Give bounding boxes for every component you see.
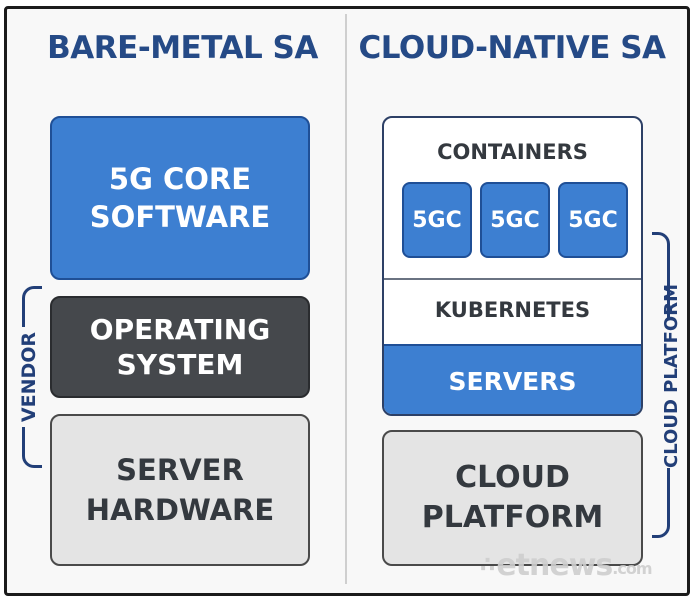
watermark-text: etnews	[496, 547, 613, 583]
vendor-label: VENDOR	[18, 327, 40, 427]
layer-5g-core-software: 5G CORE SOFTWARE	[50, 116, 310, 280]
layer-operating-system: OPERATING SYSTEM	[50, 296, 310, 398]
container-5gc-2: 5GC	[480, 182, 550, 258]
containers-label: CONTAINERS	[437, 140, 588, 164]
containers-divider	[384, 278, 641, 280]
cloud-native-title: CLOUD-NATIVE SA	[358, 30, 666, 66]
column-divider	[345, 14, 347, 584]
watermark-suffix: .com	[612, 559, 652, 578]
etnews-watermark: ∴ etnews .com	[480, 547, 653, 583]
cloud-platform-label: CLOUD PLATFORM	[661, 283, 683, 468]
servers-layer: SERVERS	[384, 344, 641, 414]
kubernetes-label: KUBERNETES	[434, 298, 591, 322]
container-5gc-1: 5GC	[402, 182, 472, 258]
etnews-logo-icon: ∴	[480, 552, 495, 578]
bare-metal-title: BARE-METAL SA	[47, 30, 318, 66]
layer-server-hardware: SERVER HARDWARE	[50, 414, 310, 566]
kubernetes-stack: CONTAINERS 5GC 5GC 5GC KUBERNETES SERVER…	[382, 116, 643, 416]
container-5gc-3: 5GC	[558, 182, 628, 258]
layer-cloud-platform: CLOUD PLATFORM	[382, 430, 643, 566]
